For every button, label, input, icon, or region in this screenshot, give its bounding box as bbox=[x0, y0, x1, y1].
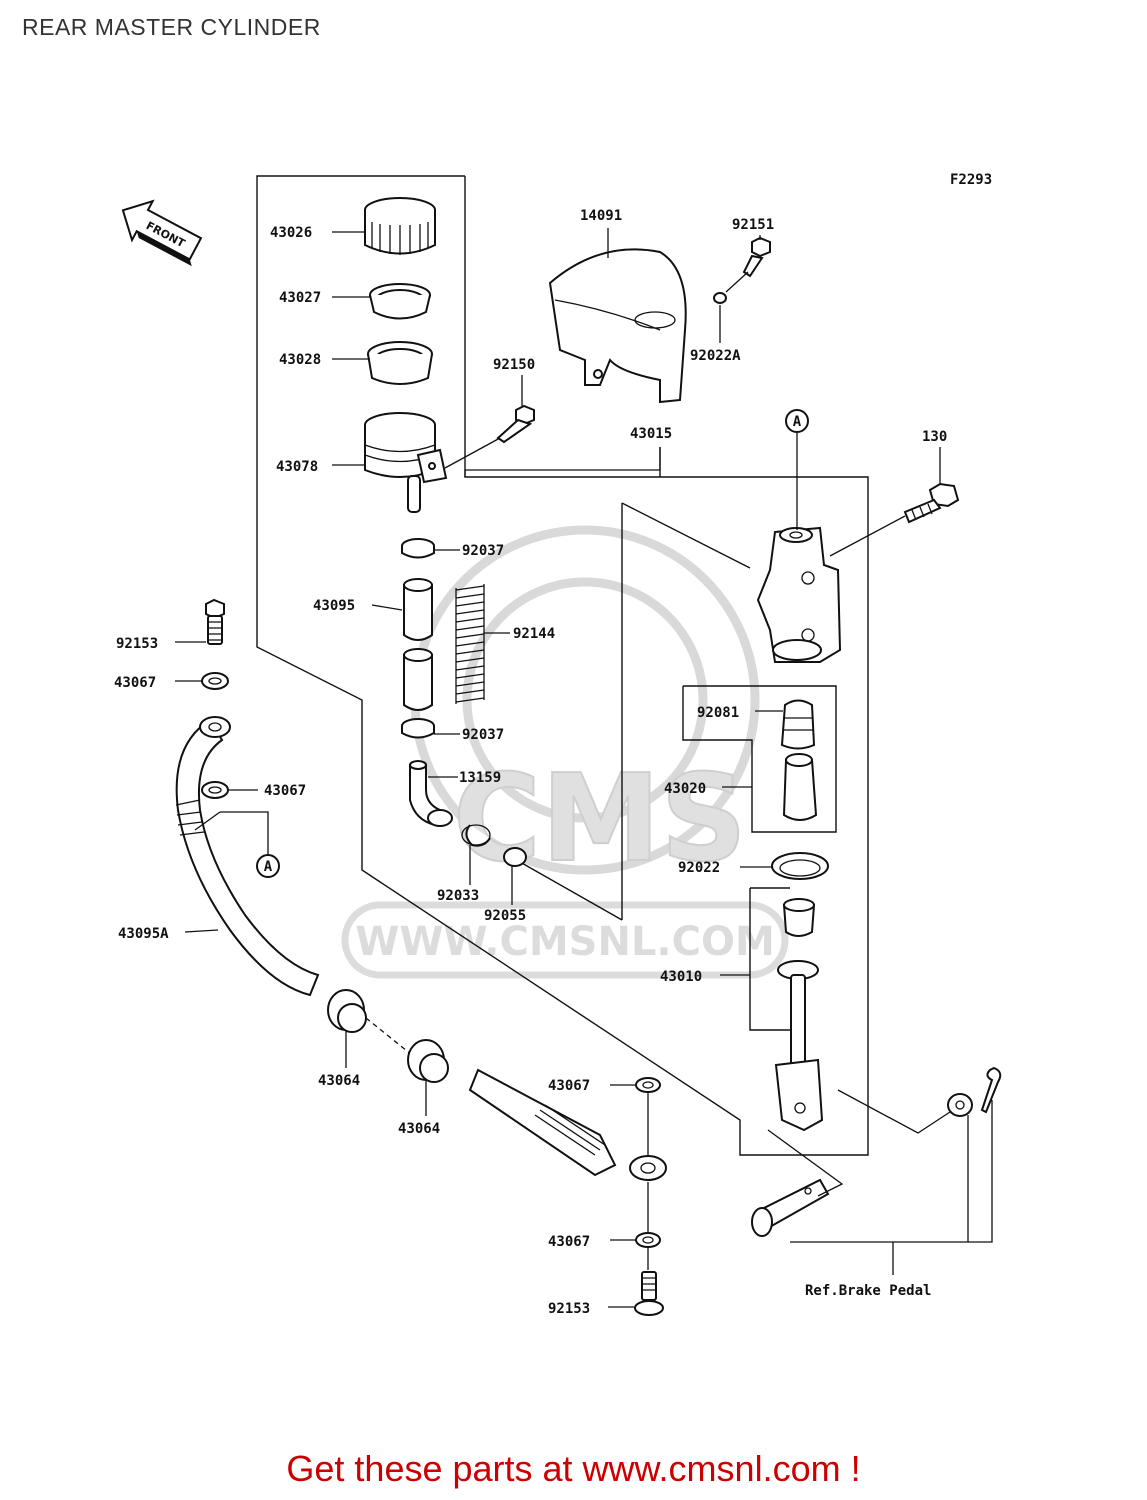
part-label-43020[interactable]: 43020 bbox=[664, 781, 706, 797]
brake-hose-lower bbox=[468, 1068, 667, 1181]
part-label-14091[interactable]: 14091 bbox=[580, 208, 622, 224]
part-label-92150[interactable]: 92150 bbox=[493, 357, 535, 373]
footer-banner-link[interactable]: Get these parts at www.cmsnl.com ! bbox=[286, 1448, 861, 1489]
watermark-logo: CMS WWW.CMSNL.COM bbox=[341, 525, 789, 979]
cylinder-cover-14091 bbox=[548, 248, 687, 404]
cotter-pin bbox=[980, 1066, 1002, 1114]
watermark-url: WWW.CMSNL.COM bbox=[355, 919, 775, 965]
part-label-43067-a[interactable]: 43067 bbox=[114, 675, 156, 691]
reservoir-cap bbox=[364, 197, 436, 255]
hose-elbow-fitting bbox=[409, 760, 453, 827]
washer-43067-c bbox=[635, 1077, 661, 1093]
reservoir-tank bbox=[364, 412, 448, 513]
washer-43067-d bbox=[635, 1232, 661, 1248]
bolt-92150 bbox=[496, 404, 535, 444]
part-label-43064-b[interactable]: 43064 bbox=[398, 1121, 440, 1137]
part-label-43067-d[interactable]: 43067 bbox=[548, 1234, 590, 1250]
part-label-92033[interactable]: 92033 bbox=[437, 888, 479, 904]
part-label-43064-a[interactable]: 43064 bbox=[318, 1073, 360, 1089]
washer-43067-b bbox=[201, 781, 229, 799]
reservoir-diaphragm-plate bbox=[369, 283, 431, 320]
o-ring-92055 bbox=[503, 847, 527, 867]
callout-a-upper: A bbox=[785, 409, 809, 433]
watermark-brand: CMS bbox=[453, 750, 747, 889]
part-label-43067-c[interactable]: 43067 bbox=[548, 1078, 590, 1094]
piston-43020 bbox=[782, 753, 818, 821]
part-label-92022[interactable]: 92022 bbox=[678, 860, 720, 876]
part-label-92151[interactable]: 92151 bbox=[732, 217, 774, 233]
part-label-92153-lower[interactable]: 92153 bbox=[548, 1301, 590, 1317]
page-title: REAR MASTER CYLINDER bbox=[22, 14, 321, 40]
part-label-43028[interactable]: 43028 bbox=[279, 352, 321, 368]
callout-a-upper-text: A bbox=[793, 414, 802, 430]
exploded-parts-diagram: CMS WWW.CMSNL.COM F2293 FRONT bbox=[114, 172, 1002, 1317]
part-label-43078[interactable]: 43078 bbox=[276, 459, 318, 475]
push-rod-43010 bbox=[774, 898, 824, 1132]
part-labels: 43026 43027 43028 43078 92037 43095 9214… bbox=[114, 208, 947, 1317]
hose-clamp-upper bbox=[401, 538, 435, 559]
part-label-92081[interactable]: 92081 bbox=[697, 705, 739, 721]
part-label-92022a[interactable]: 92022A bbox=[690, 348, 741, 364]
callout-a-lower-text: A bbox=[264, 859, 273, 875]
part-label-92153-upper[interactable]: 92153 bbox=[116, 636, 158, 652]
part-label-13159[interactable]: 13159 bbox=[459, 770, 501, 786]
brake-hose-43095a bbox=[175, 716, 320, 997]
grommet-43064-a bbox=[327, 989, 367, 1033]
reservoir-hose bbox=[403, 578, 433, 711]
bolt-130 bbox=[903, 482, 960, 524]
grommet-43064-b bbox=[407, 1039, 449, 1083]
assembly-frame bbox=[256, 175, 869, 1156]
circlip-92022 bbox=[771, 852, 829, 880]
washer-92022a bbox=[713, 292, 727, 304]
washer-pedal bbox=[947, 1093, 973, 1117]
return-spring bbox=[455, 584, 485, 704]
callout-a-lower: A bbox=[256, 854, 280, 878]
part-label-43026[interactable]: 43026 bbox=[270, 225, 312, 241]
part-label-43010[interactable]: 43010 bbox=[660, 969, 702, 985]
washer-43067-a bbox=[201, 672, 229, 690]
bolt-92151 bbox=[742, 236, 771, 278]
figure-id: F2293 bbox=[950, 172, 992, 188]
hose-clamp-lower bbox=[401, 718, 435, 739]
part-label-92144[interactable]: 92144 bbox=[513, 626, 555, 642]
banjo-bolt-upper bbox=[205, 598, 225, 645]
banjo-bolt-lower bbox=[634, 1271, 664, 1316]
part-label-43095[interactable]: 43095 bbox=[313, 598, 355, 614]
part-label-92037-lower[interactable]: 92037 bbox=[462, 727, 504, 743]
part-label-43067-b[interactable]: 43067 bbox=[264, 783, 306, 799]
reservoir-diaphragm bbox=[367, 341, 433, 385]
circlip-92033 bbox=[461, 824, 491, 847]
front-direction-arrow: FRONT bbox=[121, 199, 203, 267]
part-label-43015[interactable]: 43015 bbox=[630, 426, 672, 442]
clevis-pin bbox=[751, 1178, 830, 1237]
part-label-130[interactable]: 130 bbox=[922, 429, 947, 445]
leader-lines bbox=[175, 228, 993, 1308]
part-label-92055[interactable]: 92055 bbox=[484, 908, 526, 924]
ref-brake-pedal-note: Ref.Brake Pedal bbox=[805, 1283, 931, 1299]
master-cylinder-body bbox=[756, 526, 842, 663]
part-label-43095a[interactable]: 43095A bbox=[118, 926, 169, 942]
part-label-43027[interactable]: 43027 bbox=[279, 290, 321, 306]
dust-boot-92081 bbox=[780, 699, 816, 750]
part-label-92037-upper[interactable]: 92037 bbox=[462, 543, 504, 559]
